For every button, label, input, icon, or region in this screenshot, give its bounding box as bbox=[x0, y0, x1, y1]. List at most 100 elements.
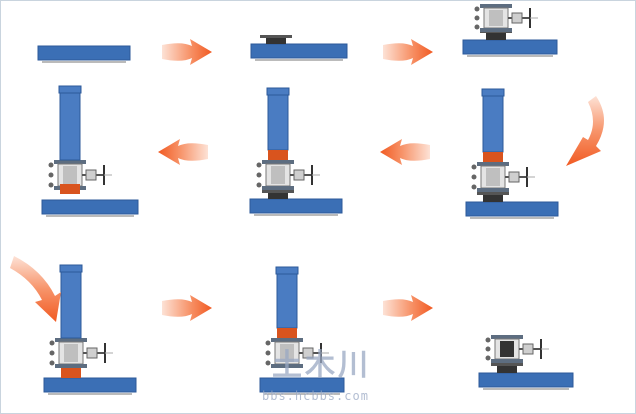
reducer-adapter bbox=[277, 328, 297, 338]
nozzle-flange bbox=[477, 192, 509, 195]
arrow-left bbox=[380, 139, 430, 165]
step-7 bbox=[43, 264, 137, 395]
bolt bbox=[474, 24, 480, 30]
nozzle bbox=[268, 190, 288, 199]
bolt bbox=[49, 340, 55, 346]
machine-housing bbox=[267, 94, 289, 151]
valve-flange-bottom bbox=[477, 188, 509, 192]
valve-bonnet bbox=[511, 12, 523, 24]
step-3 bbox=[462, 4, 558, 57]
bolt bbox=[256, 162, 262, 168]
machine-housing bbox=[60, 271, 82, 339]
valve-flange-top bbox=[477, 162, 509, 166]
reducer-adapter bbox=[483, 152, 503, 162]
base-plate bbox=[465, 201, 559, 217]
machine-handle bbox=[275, 266, 299, 275]
bolt bbox=[265, 340, 271, 346]
bolt bbox=[265, 360, 271, 366]
bolt bbox=[474, 15, 480, 21]
step-6 bbox=[41, 85, 139, 217]
valve-gate bbox=[486, 168, 500, 186]
bolt bbox=[471, 184, 477, 190]
bolt bbox=[256, 172, 262, 178]
arrow-left bbox=[158, 139, 208, 165]
arrow-right bbox=[383, 39, 433, 65]
bolt bbox=[474, 6, 480, 12]
valve-gate bbox=[489, 10, 503, 26]
bolt bbox=[485, 337, 491, 343]
step-5 bbox=[249, 87, 343, 216]
valve-flange-top bbox=[54, 160, 86, 164]
base-plate bbox=[259, 377, 345, 393]
step-8 bbox=[259, 266, 345, 395]
machine-housing bbox=[59, 92, 81, 161]
base-plate bbox=[249, 198, 343, 214]
arrow-right bbox=[162, 39, 212, 65]
watermark-logo: 土木川 bbox=[272, 348, 371, 383]
bolt bbox=[49, 360, 55, 366]
base-plate bbox=[250, 43, 348, 59]
valve-flange-bottom bbox=[262, 186, 294, 190]
bolt bbox=[471, 164, 477, 170]
base-plate bbox=[462, 39, 558, 55]
bolt bbox=[485, 355, 491, 361]
arrows-group bbox=[10, 39, 604, 322]
valve-bonnet bbox=[85, 169, 97, 181]
bolt bbox=[48, 162, 54, 168]
bolt bbox=[485, 346, 491, 352]
valve-flange-bottom bbox=[480, 28, 512, 32]
machine-handle bbox=[266, 87, 290, 96]
valve-bonnet bbox=[293, 169, 305, 181]
valve-flange-top bbox=[491, 335, 523, 339]
nozzle-flange bbox=[491, 363, 523, 366]
valve-bonnet bbox=[508, 171, 520, 183]
step-1 bbox=[37, 45, 131, 63]
machine-housing bbox=[276, 273, 298, 329]
bolt bbox=[49, 350, 55, 356]
base-plate bbox=[478, 372, 574, 388]
valve-bonnet bbox=[302, 347, 314, 359]
step-4 bbox=[465, 88, 559, 219]
valve-gate bbox=[280, 344, 294, 362]
reducer-adapter bbox=[268, 150, 288, 160]
base-plate bbox=[41, 199, 139, 215]
step-2 bbox=[250, 35, 348, 61]
machine-handle bbox=[481, 88, 505, 97]
valve-flange-top bbox=[480, 4, 512, 8]
valve-flange-bottom bbox=[55, 364, 87, 368]
valve-bonnet bbox=[86, 347, 98, 359]
valve-gate bbox=[500, 341, 514, 357]
valve-flange-top bbox=[55, 338, 87, 342]
nozzle bbox=[266, 35, 286, 44]
arrow-curve-left bbox=[10, 256, 61, 322]
steps-group bbox=[37, 4, 574, 395]
bolt bbox=[256, 182, 262, 188]
bolt bbox=[471, 174, 477, 180]
step-9 bbox=[478, 335, 574, 390]
arrow-right bbox=[383, 295, 433, 321]
arrow-curve-right bbox=[566, 96, 604, 166]
bolt bbox=[48, 182, 54, 188]
valve-flange-top bbox=[262, 160, 294, 164]
machine-housing bbox=[482, 95, 504, 153]
valve-flange-top bbox=[271, 338, 303, 342]
bolt bbox=[48, 172, 54, 178]
nozzle-flange bbox=[262, 190, 294, 193]
watermark-url: bbs.hcbbs.com bbox=[262, 389, 369, 403]
reducer-adapter bbox=[61, 368, 81, 378]
valve-flange-bottom bbox=[491, 359, 523, 363]
nozzle bbox=[486, 30, 506, 40]
reducer-adapter bbox=[60, 184, 80, 194]
nozzle bbox=[483, 192, 503, 202]
base-plate bbox=[43, 377, 137, 393]
machine-handle bbox=[58, 85, 82, 94]
machine-handle bbox=[59, 264, 83, 273]
base-plate bbox=[37, 45, 131, 61]
nozzle-flange bbox=[260, 35, 292, 38]
valve-gate bbox=[63, 166, 77, 184]
nozzle bbox=[497, 363, 517, 373]
bolt bbox=[265, 350, 271, 356]
valve-gate bbox=[271, 166, 285, 184]
